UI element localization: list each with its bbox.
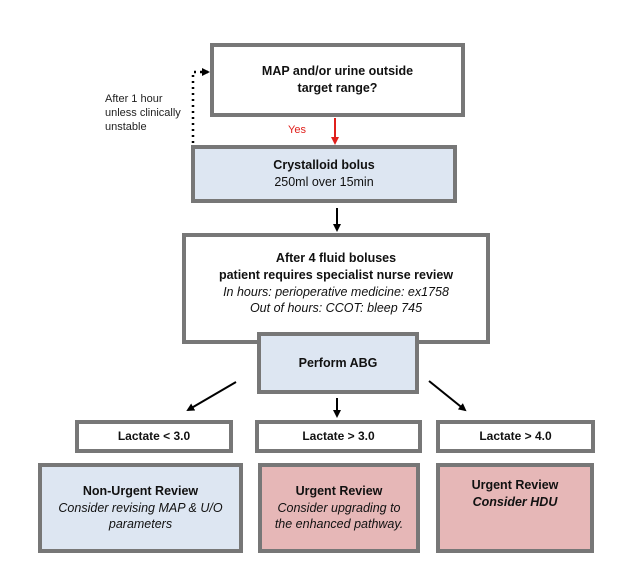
perform-abg-box: Perform ABG [257, 332, 419, 394]
outcome-mid-title: Urgent Review [295, 483, 383, 498]
outcome-left-title: Non-Urgent Review [82, 483, 199, 498]
outcome-right-title: Urgent Review [471, 478, 559, 492]
loop-back-arrow [191, 68, 210, 143]
outcome-left-box: Non-Urgent Review Consider revising MAP … [38, 463, 243, 553]
lactate-right-text: Lactate > 4.0 [479, 429, 552, 444]
specialist-review-box: After 4 fluid boluses patient requires s… [182, 233, 490, 344]
target-check-box: MAP and/or urine outside target range? [210, 43, 465, 117]
outcome-mid-box: Urgent Review Consider upgrading to the … [258, 463, 420, 553]
outcome-left-detail: Consider revising MAP & U/O parameters [58, 500, 223, 532]
review-line-2: patient requires specialist nurse review [218, 267, 454, 282]
abg-to-left-arrow [186, 381, 237, 412]
lactate-right-box: Lactate > 4.0 [436, 420, 595, 453]
review-line-4: Out of hours: CCOT: bleep 745 [249, 301, 423, 316]
lactate-mid-text: Lactate > 3.0 [302, 429, 375, 444]
abg-to-right-arrow [428, 380, 467, 412]
lactate-left-text: Lactate < 3.0 [117, 429, 191, 444]
bolus-detail: 250ml over 15min [274, 175, 374, 189]
bolus-box: Crystalloid bolus 250ml over 15min [191, 145, 457, 203]
loop-label: After 1 hour unless clinically unstable [105, 93, 181, 133]
outcome-right-box: Urgent Review Consider HDU [436, 463, 594, 553]
perform-abg-text: Perform ABG [298, 355, 378, 370]
yes-label: Yes [288, 124, 306, 136]
lactate-mid-box: Lactate > 3.0 [255, 420, 422, 453]
lactate-left-box: Lactate < 3.0 [75, 420, 233, 453]
outcome-right-detail: Consider HDU [472, 494, 558, 509]
bolus-title: Crystalloid bolus [273, 158, 375, 173]
outcome-mid-detail: Consider upgrading to the enhanced pathw… [274, 500, 404, 532]
review-line-1: After 4 fluid boluses [275, 250, 397, 265]
review-line-3: In hours: perioperative medicine: ex1758 [223, 284, 449, 299]
target-check-text: MAP and/or urine outside target range? [261, 64, 414, 95]
